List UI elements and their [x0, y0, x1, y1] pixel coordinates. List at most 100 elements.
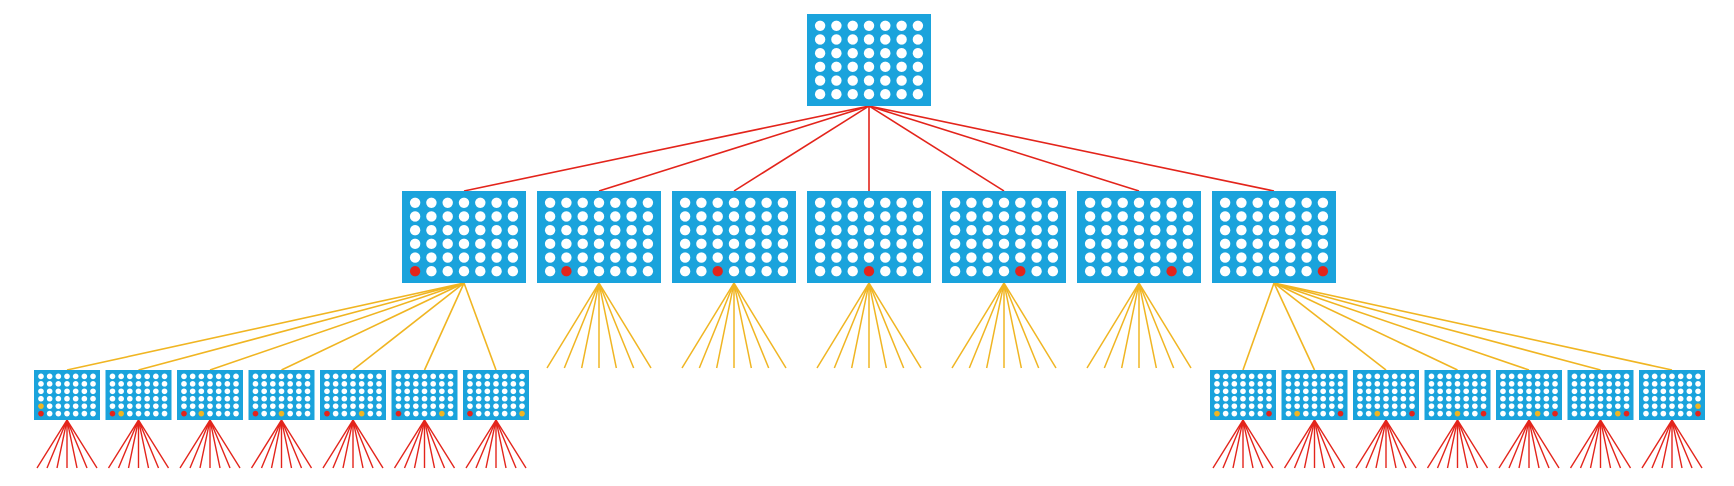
- empty-hole: [198, 380, 205, 387]
- empty-hole: [880, 20, 891, 31]
- empty-hole: [46, 410, 53, 417]
- empty-hole: [679, 252, 691, 263]
- edge-l1-fan: [951, 282, 1005, 369]
- empty-hole: [1031, 211, 1042, 222]
- empty-hole: [728, 266, 740, 277]
- empty-hole: [1615, 388, 1621, 395]
- empty-hole: [966, 211, 977, 222]
- empty-hole: [1454, 403, 1461, 410]
- empty-hole: [135, 403, 142, 410]
- empty-hole: [1252, 252, 1263, 263]
- empty-hole: [1150, 252, 1161, 263]
- empty-hole: [1031, 224, 1042, 236]
- empty-hole: [109, 373, 116, 380]
- edge-l2-fan: [66, 419, 78, 469]
- empty-hole: [1219, 224, 1231, 236]
- red-piece: [409, 266, 421, 277]
- empty-hole: [1615, 380, 1621, 387]
- empty-hole: [998, 238, 1010, 250]
- empty-hole: [233, 403, 239, 410]
- empty-hole: [544, 266, 556, 277]
- edge-l1-fan: [1086, 282, 1140, 369]
- empty-hole: [912, 61, 924, 73]
- empty-hole: [1677, 410, 1684, 417]
- empty-hole: [404, 373, 410, 380]
- empty-hole: [1231, 373, 1238, 380]
- empty-hole: [1543, 395, 1550, 402]
- empty-hole: [1285, 211, 1296, 222]
- empty-hole: [1015, 238, 1026, 250]
- empty-hole: [1365, 373, 1372, 380]
- empty-hole: [847, 34, 858, 45]
- empty-hole: [1571, 395, 1578, 402]
- empty-hole: [358, 388, 365, 395]
- empty-hole: [118, 373, 124, 380]
- empty-hole: [1428, 403, 1435, 410]
- empty-hole: [1214, 403, 1220, 410]
- empty-hole: [1383, 388, 1389, 395]
- empty-hole: [1150, 266, 1161, 277]
- empty-hole: [1294, 395, 1300, 402]
- empty-hole: [430, 395, 437, 402]
- empty-hole: [475, 211, 486, 222]
- empty-hole: [745, 266, 756, 277]
- empty-hole: [1357, 395, 1363, 402]
- empty-hole: [1266, 388, 1272, 395]
- empty-hole: [880, 75, 891, 86]
- empty-hole: [135, 388, 142, 395]
- empty-hole: [1240, 373, 1246, 380]
- empty-hole: [1472, 403, 1478, 410]
- empty-hole: [467, 403, 473, 410]
- empty-hole: [1214, 388, 1220, 395]
- empty-hole: [1301, 252, 1312, 263]
- edge-l1-to-l2-right: [1273, 282, 1673, 371]
- empty-hole: [863, 211, 875, 222]
- empty-hole: [1117, 197, 1128, 208]
- empty-hole: [1182, 197, 1194, 208]
- empty-hole: [544, 252, 556, 263]
- empty-hole: [269, 380, 276, 387]
- empty-hole: [1031, 197, 1042, 208]
- edge-l1-fan: [868, 282, 888, 369]
- empty-hole: [1031, 266, 1042, 277]
- empty-hole: [430, 380, 437, 387]
- empty-hole: [1231, 388, 1238, 395]
- empty-hole: [896, 211, 907, 222]
- empty-hole: [728, 197, 740, 208]
- level2-board-left-1: [34, 370, 100, 420]
- level2-board-right-3: [1353, 370, 1419, 420]
- empty-hole: [1219, 252, 1231, 263]
- empty-hole: [304, 395, 311, 402]
- empty-hole: [1445, 403, 1452, 410]
- empty-hole: [442, 266, 453, 277]
- empty-hole: [421, 395, 428, 402]
- empty-hole: [863, 20, 875, 31]
- red-piece: [1623, 410, 1630, 417]
- empty-hole: [847, 89, 858, 100]
- level2-board-right-4: [1424, 370, 1491, 420]
- empty-hole: [1248, 380, 1255, 387]
- empty-hole: [777, 266, 789, 277]
- edge-l2-fan: [137, 419, 170, 469]
- empty-hole: [510, 380, 517, 387]
- empty-hole: [847, 61, 858, 73]
- empty-hole: [1606, 395, 1613, 402]
- empty-hole: [442, 211, 453, 222]
- empty-hole: [1294, 373, 1300, 380]
- empty-hole: [1320, 373, 1327, 380]
- empty-hole: [64, 395, 70, 402]
- empty-hole: [982, 252, 993, 263]
- empty-hole: [278, 388, 285, 395]
- empty-hole: [367, 388, 374, 395]
- empty-hole: [55, 380, 62, 387]
- empty-hole: [1686, 388, 1693, 395]
- empty-hole: [831, 34, 842, 45]
- empty-hole: [1374, 403, 1381, 410]
- empty-hole: [324, 373, 330, 380]
- empty-hole: [1588, 373, 1595, 380]
- edge-l1-fan: [563, 282, 600, 369]
- empty-hole: [1400, 388, 1407, 395]
- edge-l1-to-l2-right: [1242, 282, 1275, 371]
- empty-hole: [593, 238, 605, 250]
- empty-hole: [998, 252, 1010, 263]
